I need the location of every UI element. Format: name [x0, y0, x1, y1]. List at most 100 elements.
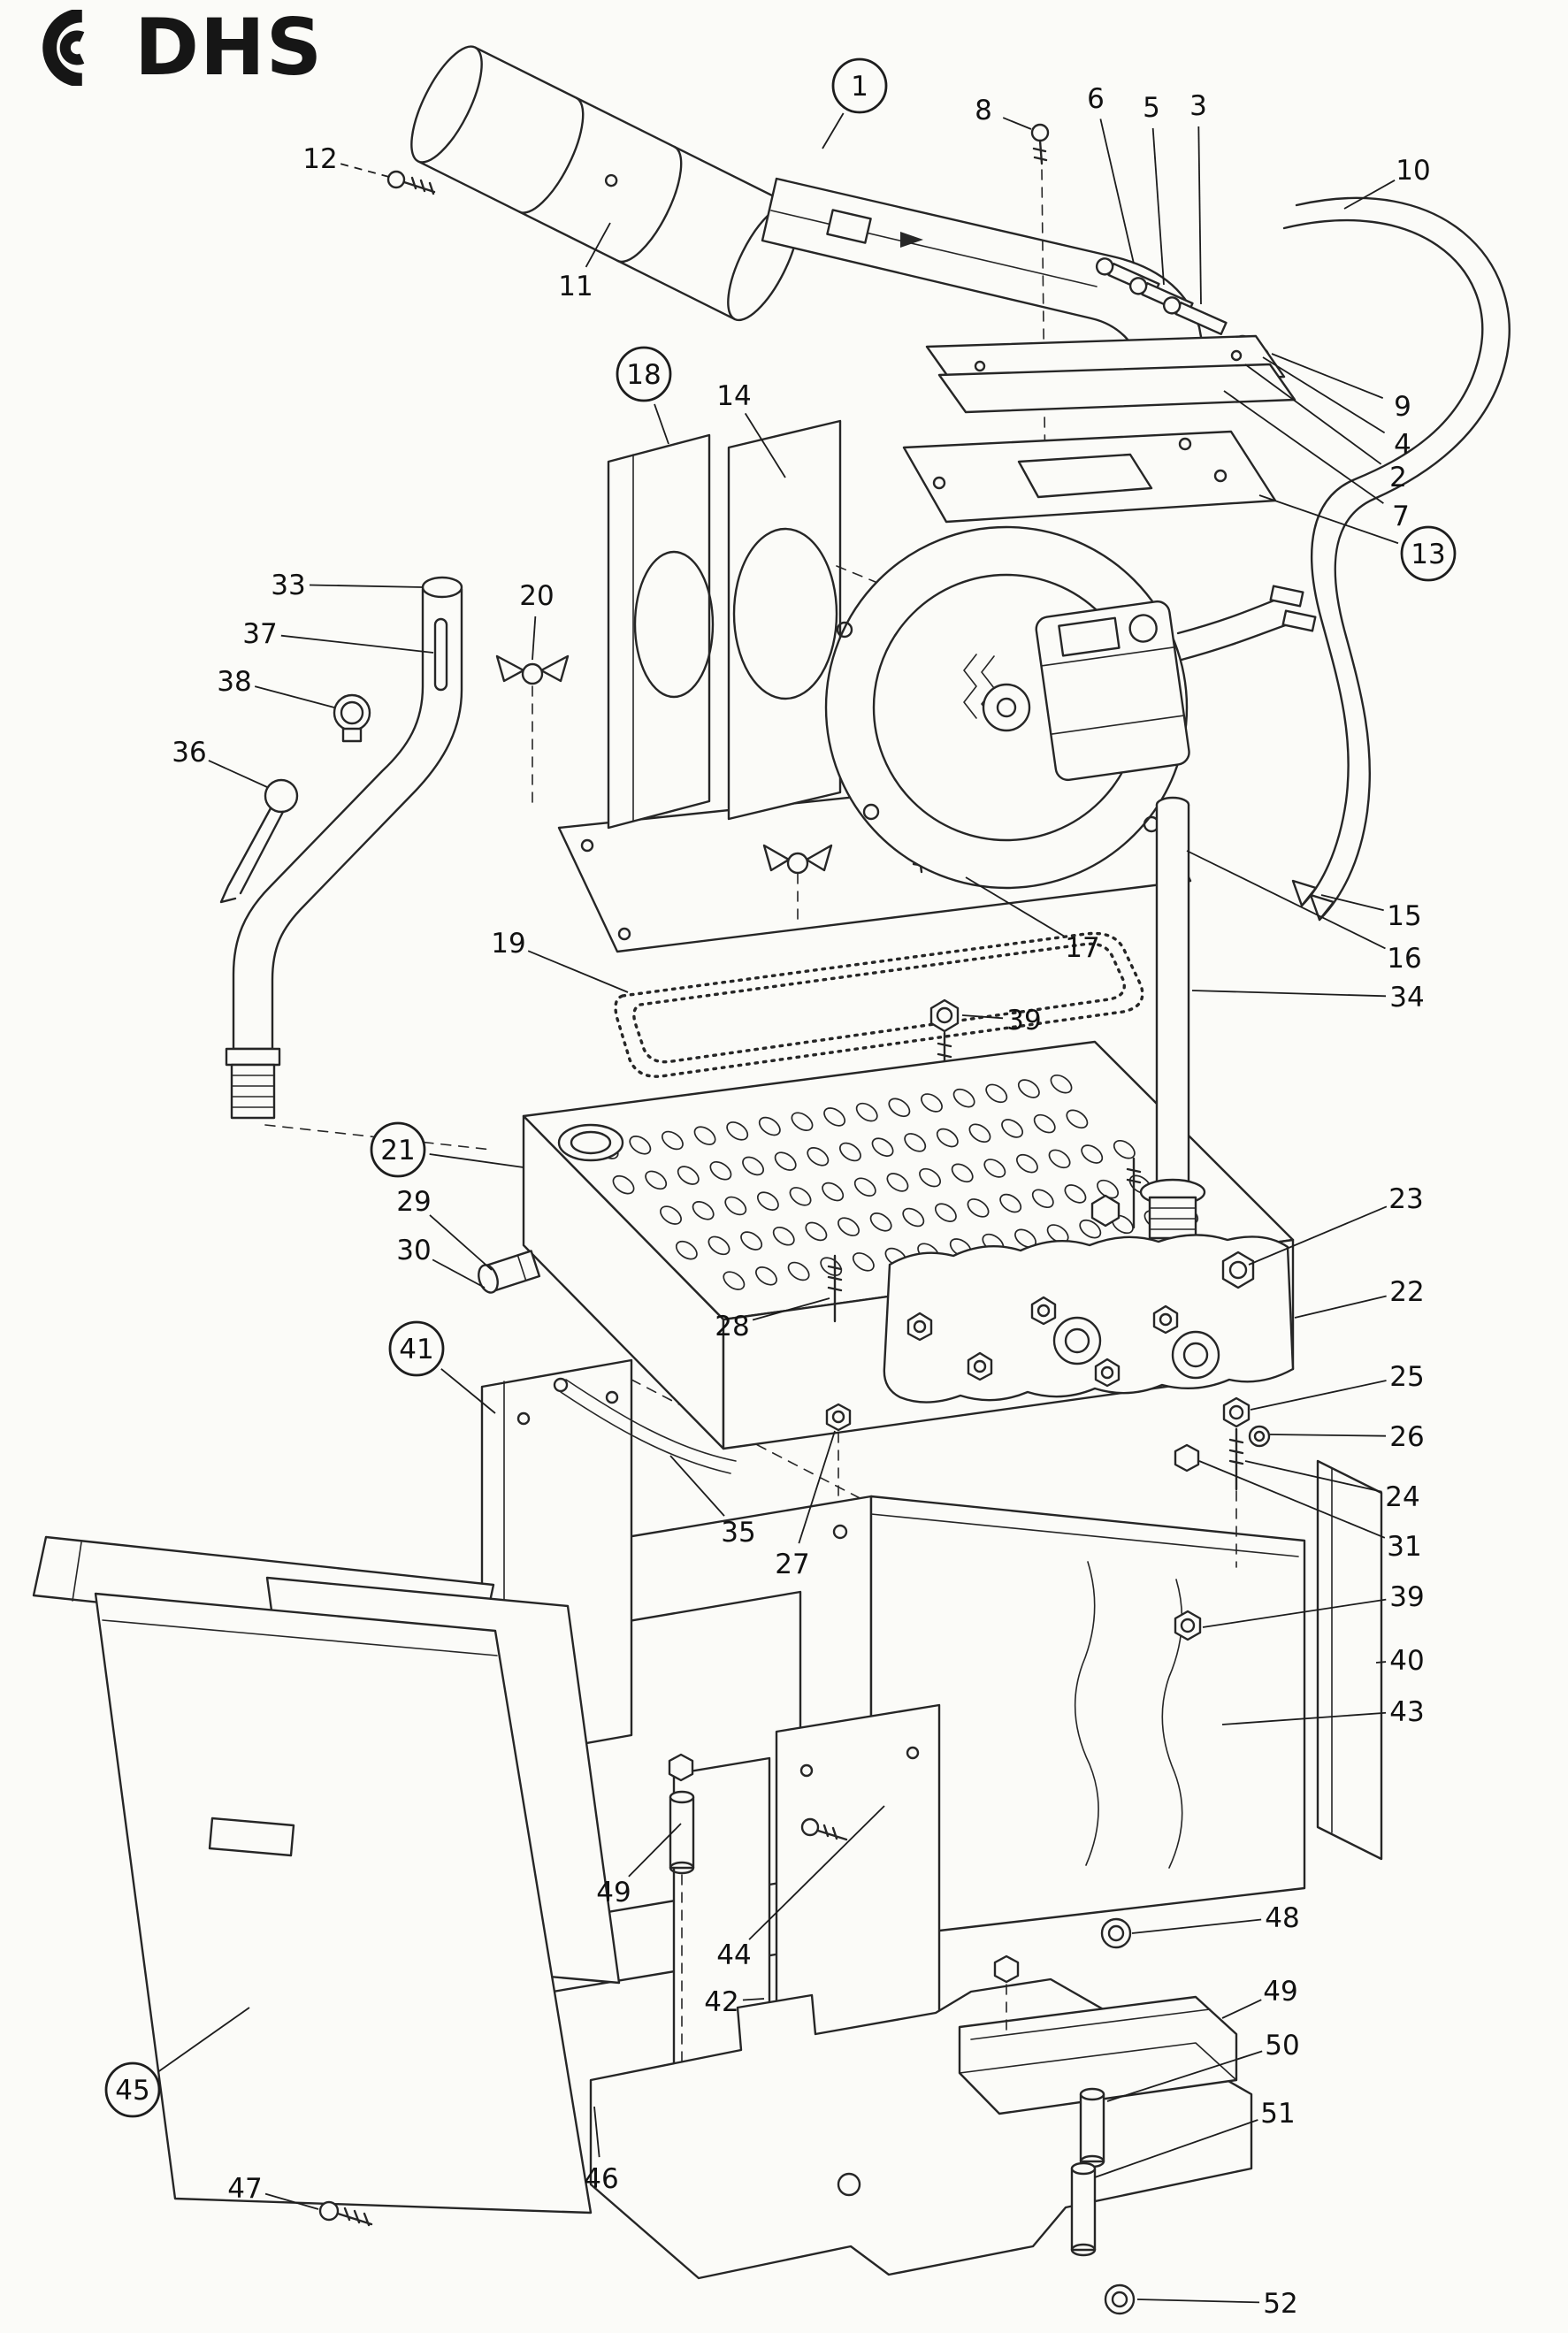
screw-47: [318, 2200, 373, 2227]
callout-number: 11: [558, 271, 593, 302]
callout-number: 50: [1265, 2030, 1299, 2061]
callout-number: 52: [1263, 2288, 1297, 2320]
fan-motor: [1035, 600, 1190, 782]
callout-47: 47: [227, 2173, 319, 2210]
front-panel-45: [94, 1592, 593, 2214]
callout-51: 51: [1094, 2098, 1296, 2178]
callout-number: 49: [596, 1877, 631, 1908]
callout-number: 4: [1394, 429, 1411, 461]
callout-43: 43: [1221, 1696, 1425, 1728]
callout-8: 8: [975, 95, 1032, 130]
spacer-50: [1079, 2087, 1105, 2169]
callout-21: 21: [370, 1121, 524, 1178]
callout-26: 26: [1269, 1421, 1425, 1453]
callout-number: 17: [1065, 932, 1099, 964]
callout-3: 3: [1189, 90, 1207, 305]
capillary-wires-35: [553, 1377, 737, 1474]
callout-number: 39: [1006, 1005, 1041, 1036]
callout-6: 6: [1087, 83, 1135, 264]
callout-number: 38: [217, 666, 251, 698]
callout-40: 40: [1375, 1645, 1425, 1677]
callout-11: 11: [558, 222, 611, 302]
callout-number: 29: [396, 1186, 431, 1218]
callout-number: 6: [1087, 83, 1105, 115]
callout-27: 27: [775, 1430, 836, 1580]
callout-number: 22: [1389, 1276, 1424, 1308]
callout-number: 45: [115, 2075, 149, 2107]
callout-14: 14: [716, 380, 786, 478]
dhs-logo-text: DHS: [134, 2, 324, 93]
silencer-tube: [410, 45, 799, 322]
callout-42: 42: [704, 1986, 765, 2018]
callout-49: 49: [1221, 1976, 1298, 2019]
callout-number: 21: [380, 1135, 415, 1166]
callout-circle: [104, 2061, 161, 2118]
callout-number: 8: [975, 95, 992, 126]
dhs-logo: DHS: [19, 9, 323, 87]
water-connection-29-30: [478, 1250, 541, 1294]
fan-assembly: [824, 525, 1317, 890]
callout-number: 3: [1189, 90, 1207, 122]
callout-44: 44: [716, 1805, 885, 1971]
callout-29: 29: [396, 1186, 493, 1271]
screw-12: [386, 170, 436, 195]
header-plate: [883, 1234, 1295, 1404]
callout-number: 43: [1389, 1696, 1424, 1728]
callout-circle: [370, 1121, 426, 1178]
callout-circle: [616, 346, 672, 402]
hose-clip-38: [333, 693, 371, 743]
callout-number: 15: [1387, 900, 1421, 932]
callout-16: 16: [1186, 850, 1422, 975]
callout-number: 24: [1385, 1481, 1419, 1513]
sensor-27: [825, 1403, 852, 1504]
wire-terminals: [1269, 585, 1317, 632]
callout-31: 31: [1198, 1460, 1422, 1563]
overflow-pipe: [225, 576, 493, 1151]
fan-housing-bracket-18: [607, 433, 715, 830]
burner-plates: [925, 334, 1296, 414]
callout-13: 13: [1258, 494, 1457, 582]
callout-number: 25: [1389, 1361, 1424, 1393]
spacer-49-left: [668, 1753, 696, 2135]
callout-number: 49: [1263, 1976, 1297, 2008]
stud-28: [827, 1254, 843, 1323]
mounting-bracket-13: [902, 430, 1277, 524]
callout-number: 13: [1411, 539, 1445, 570]
right-fasteners: [1174, 1396, 1271, 1568]
callout-39: 39: [1202, 1581, 1425, 1628]
callout-number: 35: [721, 1517, 755, 1549]
callout-number: 51: [1260, 2098, 1295, 2130]
callout-17: 17: [965, 876, 1100, 964]
callout-10: 10: [1343, 155, 1431, 210]
callout-22: 22: [1294, 1276, 1425, 1319]
callout-15: 15: [1320, 894, 1422, 932]
fan-inlet-panel-14: [727, 419, 937, 821]
callout-24: 24: [1244, 1460, 1420, 1513]
callout-number: 42: [704, 1986, 738, 2018]
flexible-pipes: [1282, 196, 1511, 922]
callout-number: 1: [851, 71, 868, 103]
callout-number: 39: [1389, 1581, 1424, 1613]
callout-number: 30: [396, 1235, 431, 1266]
screw-44: [800, 1817, 848, 1841]
callout-1: 1: [822, 57, 888, 149]
callout-number: 31: [1387, 1531, 1421, 1563]
exhaust-duct: [761, 177, 1210, 389]
callout-number: 37: [242, 618, 277, 650]
callout-20: 20: [519, 580, 555, 661]
burner-gasket: [614, 931, 1144, 1078]
spring-clip-36: [219, 778, 299, 904]
callout-35: 35: [669, 1455, 756, 1549]
callout-36: 36: [172, 737, 268, 788]
callout-49: 49: [596, 1823, 682, 1908]
wing-nut-on-plate: [762, 844, 833, 922]
callout-number: 5: [1143, 92, 1160, 124]
callout-52: 52: [1136, 2288, 1298, 2320]
outer-side-panel-40: [1316, 1459, 1383, 1861]
exploded-view-artwork: [32, 45, 1511, 2315]
callout-number: 14: [716, 380, 751, 412]
callout-number: 28: [715, 1311, 749, 1342]
